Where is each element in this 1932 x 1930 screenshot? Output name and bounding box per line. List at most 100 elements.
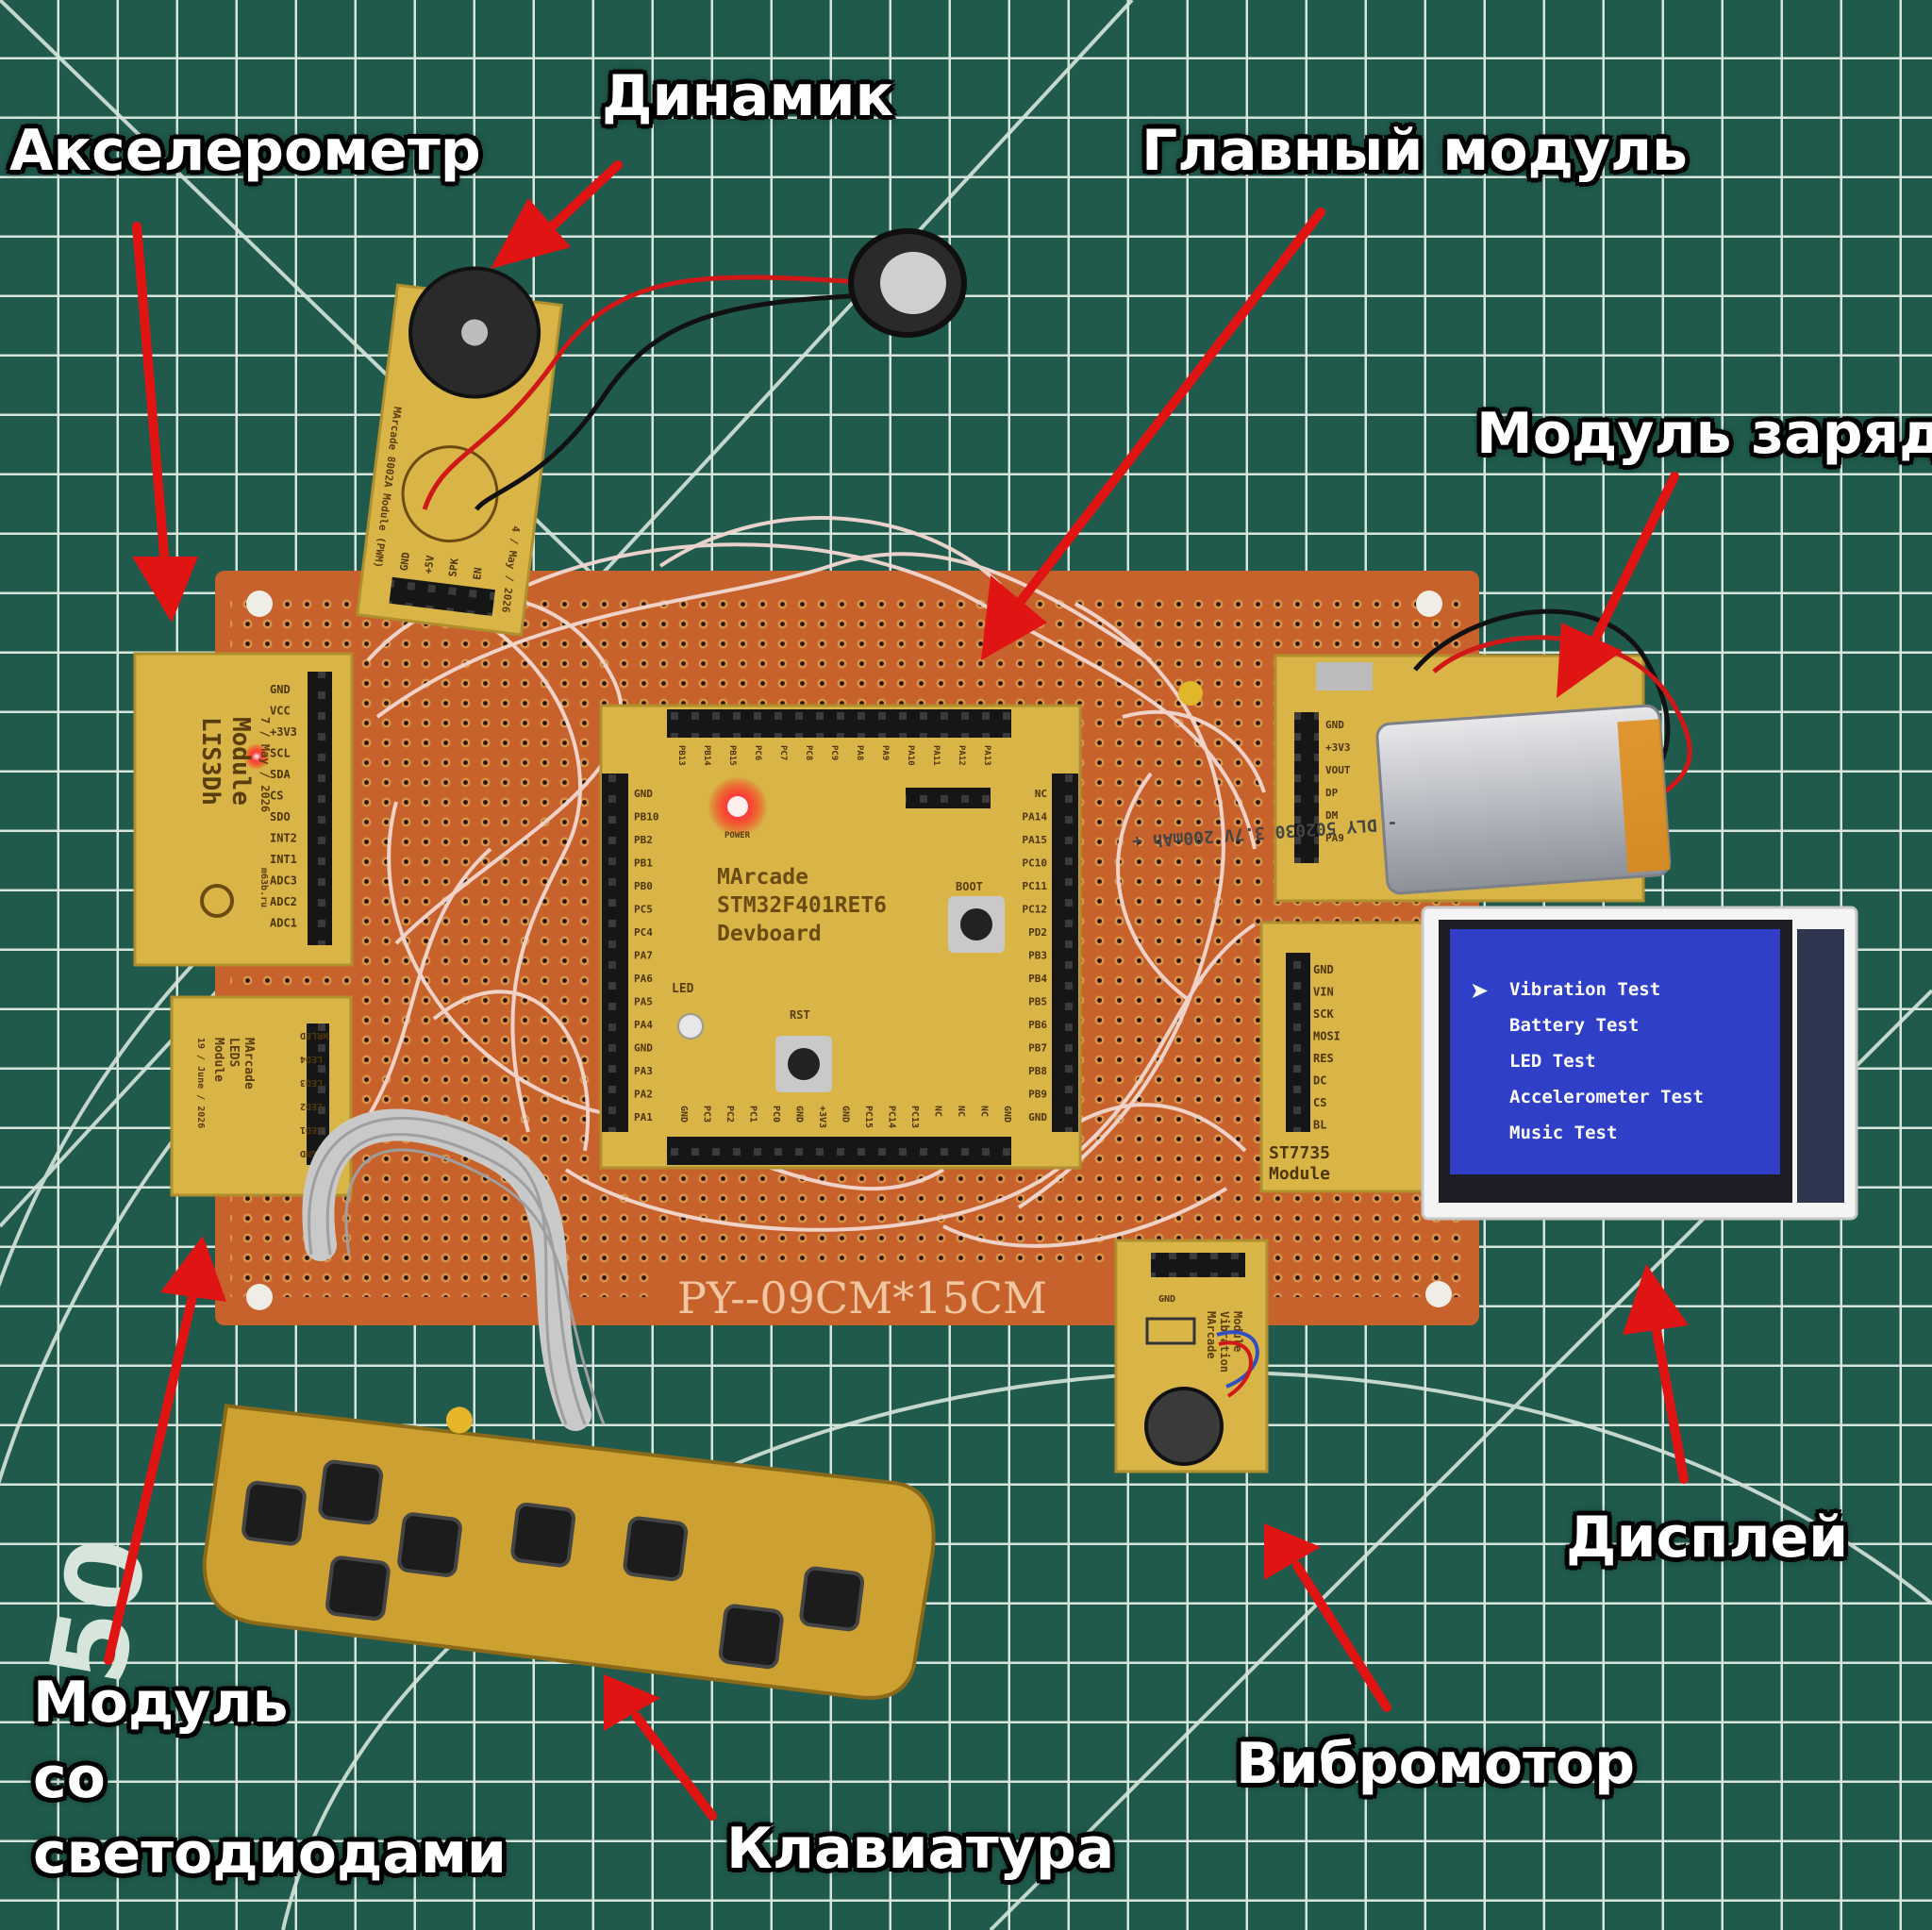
main-pin-label: PB7 xyxy=(1028,1042,1047,1055)
main-pin-label: PC12 xyxy=(1023,904,1048,916)
st-pin-label: DC xyxy=(1313,1074,1326,1088)
main-pin-label: PA7 xyxy=(634,950,653,962)
main-pin-label: PA15 xyxy=(1023,834,1048,846)
screen-menu-item: Battery Test xyxy=(1509,1015,1639,1036)
main-pin-label: PA5 xyxy=(634,996,653,1008)
screen-selector: ➤ xyxy=(1470,977,1489,1004)
lis-pin-label: INT2 xyxy=(270,832,297,845)
svg-text:MArcade STM32F401RET6: MArcade STM32F401RET6 Devboard xyxy=(717,865,900,946)
main-pin-label: PA13 xyxy=(982,745,991,766)
speaker xyxy=(848,228,967,338)
st-pin-label: CS xyxy=(1313,1096,1326,1109)
main-led-label: LED xyxy=(672,982,694,996)
label-main-module: Главный модуль xyxy=(1141,118,1688,184)
main-pin-label: PA11 xyxy=(931,745,941,766)
main-pin-label: PC13 xyxy=(909,1106,920,1128)
main-pin-label: PA3 xyxy=(634,1065,653,1077)
lis-pin-label: SDO xyxy=(270,810,291,824)
charge-pin-label: DP xyxy=(1325,787,1339,799)
leds-text-3: Module xyxy=(211,1038,225,1082)
charge-pin-label: GND xyxy=(1325,719,1344,731)
main-pin-label: PC15 xyxy=(863,1106,874,1128)
leds-pin-label: LED3 xyxy=(300,1077,323,1088)
main-pin-label: GND xyxy=(634,788,653,800)
main-pin-label: PB2 xyxy=(634,834,653,846)
label-led-module-line-3: светодиодами xyxy=(33,1821,507,1887)
main-pin-label: PA8 xyxy=(855,745,864,760)
lis-pin-label: SDA xyxy=(270,768,291,781)
main-pin-label: GND xyxy=(841,1106,851,1123)
accelerometer-module: LIS3Dh Module 7 / May / 2026 m63b.ru GND… xyxy=(133,652,354,967)
main-pin-label: GND xyxy=(1028,1111,1047,1123)
screen-menu-item: LED Test xyxy=(1509,1051,1596,1072)
speaker-pin-label: EN xyxy=(471,567,485,581)
main-pin-label: PA14 xyxy=(1023,811,1048,824)
arrow-vibromotor xyxy=(1264,1523,1391,1712)
st-pin-label: BL xyxy=(1313,1119,1326,1132)
main-pin-label: GND xyxy=(794,1106,805,1123)
charge-pin-label: PA9 xyxy=(1325,832,1344,844)
label-display: Дисплей xyxy=(1566,1505,1849,1571)
main-pin-label: PB15 xyxy=(727,745,737,766)
main-devboard: POWER BOOT RST LED MArcade STM32F401RET6… xyxy=(599,704,1082,1170)
lis-title-line-1: LIS3Dh xyxy=(196,717,225,806)
main-pin-label: GND xyxy=(678,1106,689,1123)
perfboard-label: PY--09CM*15CM xyxy=(677,1273,1047,1323)
label-led-module-line-1: Модуль xyxy=(33,1670,289,1736)
label-led-module-line-2: со xyxy=(33,1745,106,1811)
main-title-line-1: MArcade xyxy=(717,865,808,890)
leds-pin-label: WRLED xyxy=(300,1030,328,1040)
arrow-display xyxy=(1623,1264,1689,1484)
main-pin-label: +3V3 xyxy=(817,1106,827,1128)
main-pin-label: PA10 xyxy=(906,745,915,766)
main-boot-label: BOOT xyxy=(956,880,983,893)
main-title-line-2: STM32F401RET6 xyxy=(717,893,887,918)
speaker-pin-label: GND xyxy=(398,551,412,572)
arrow-main-module xyxy=(981,208,1325,660)
main-pin-label: NC xyxy=(933,1106,943,1117)
label-led-module: Модуль со светодиодами xyxy=(33,1665,507,1891)
main-pin-label: PD2 xyxy=(1028,926,1047,939)
main-pin-label: PA9 xyxy=(880,745,890,760)
label-charge-module: Модуль заряда xyxy=(1476,401,1932,467)
main-pin-label: PC5 xyxy=(634,904,653,916)
main-pin-label: PC3 xyxy=(702,1106,712,1123)
leds-text-2: LEDS xyxy=(226,1038,241,1067)
ribbon-cable-strands xyxy=(308,1117,606,1425)
main-pin-label: PC0 xyxy=(771,1106,781,1123)
st-pin-label: RES xyxy=(1313,1052,1334,1065)
main-pin-label: PA1 xyxy=(634,1111,653,1123)
main-pin-label: NC xyxy=(1035,788,1047,800)
vibration-module: GND MArcade Vibration Module xyxy=(1114,1239,1269,1473)
svg-text:ST7735 Module: ST7735 Module xyxy=(1269,1143,1341,1184)
lis-pin-label: CS xyxy=(270,790,283,803)
main-pin-label: PC14 xyxy=(887,1106,897,1128)
main-pin-label: PB4 xyxy=(1028,973,1047,985)
lis-pin-label: SCL xyxy=(270,747,291,760)
leds-text-1: MArcade xyxy=(242,1038,256,1090)
leds-pin-label: LED1 xyxy=(300,1124,323,1135)
st-pin-label: VIN xyxy=(1313,986,1334,999)
annotation-arrows xyxy=(104,160,1689,1821)
label-vibromotor: Вибромотор xyxy=(1236,1731,1636,1797)
label-accelerometer: Акселерометр xyxy=(9,118,481,184)
lis-pin-label: +3V3 xyxy=(270,725,297,739)
keyboard xyxy=(202,1404,936,1700)
charge-pin-label: +3V3 xyxy=(1325,741,1351,754)
main-pin-label: PA2 xyxy=(634,1089,653,1101)
arrow-accelerometer xyxy=(132,222,198,623)
lis-pin-label: ADC3 xyxy=(270,874,297,888)
screen-menu-item: Accelerometer Test xyxy=(1509,1087,1704,1107)
speaker-pin-label: +5V xyxy=(423,555,437,575)
arrow-charge-module xyxy=(1557,472,1679,698)
main-pin-label: PB6 xyxy=(1028,1019,1047,1031)
